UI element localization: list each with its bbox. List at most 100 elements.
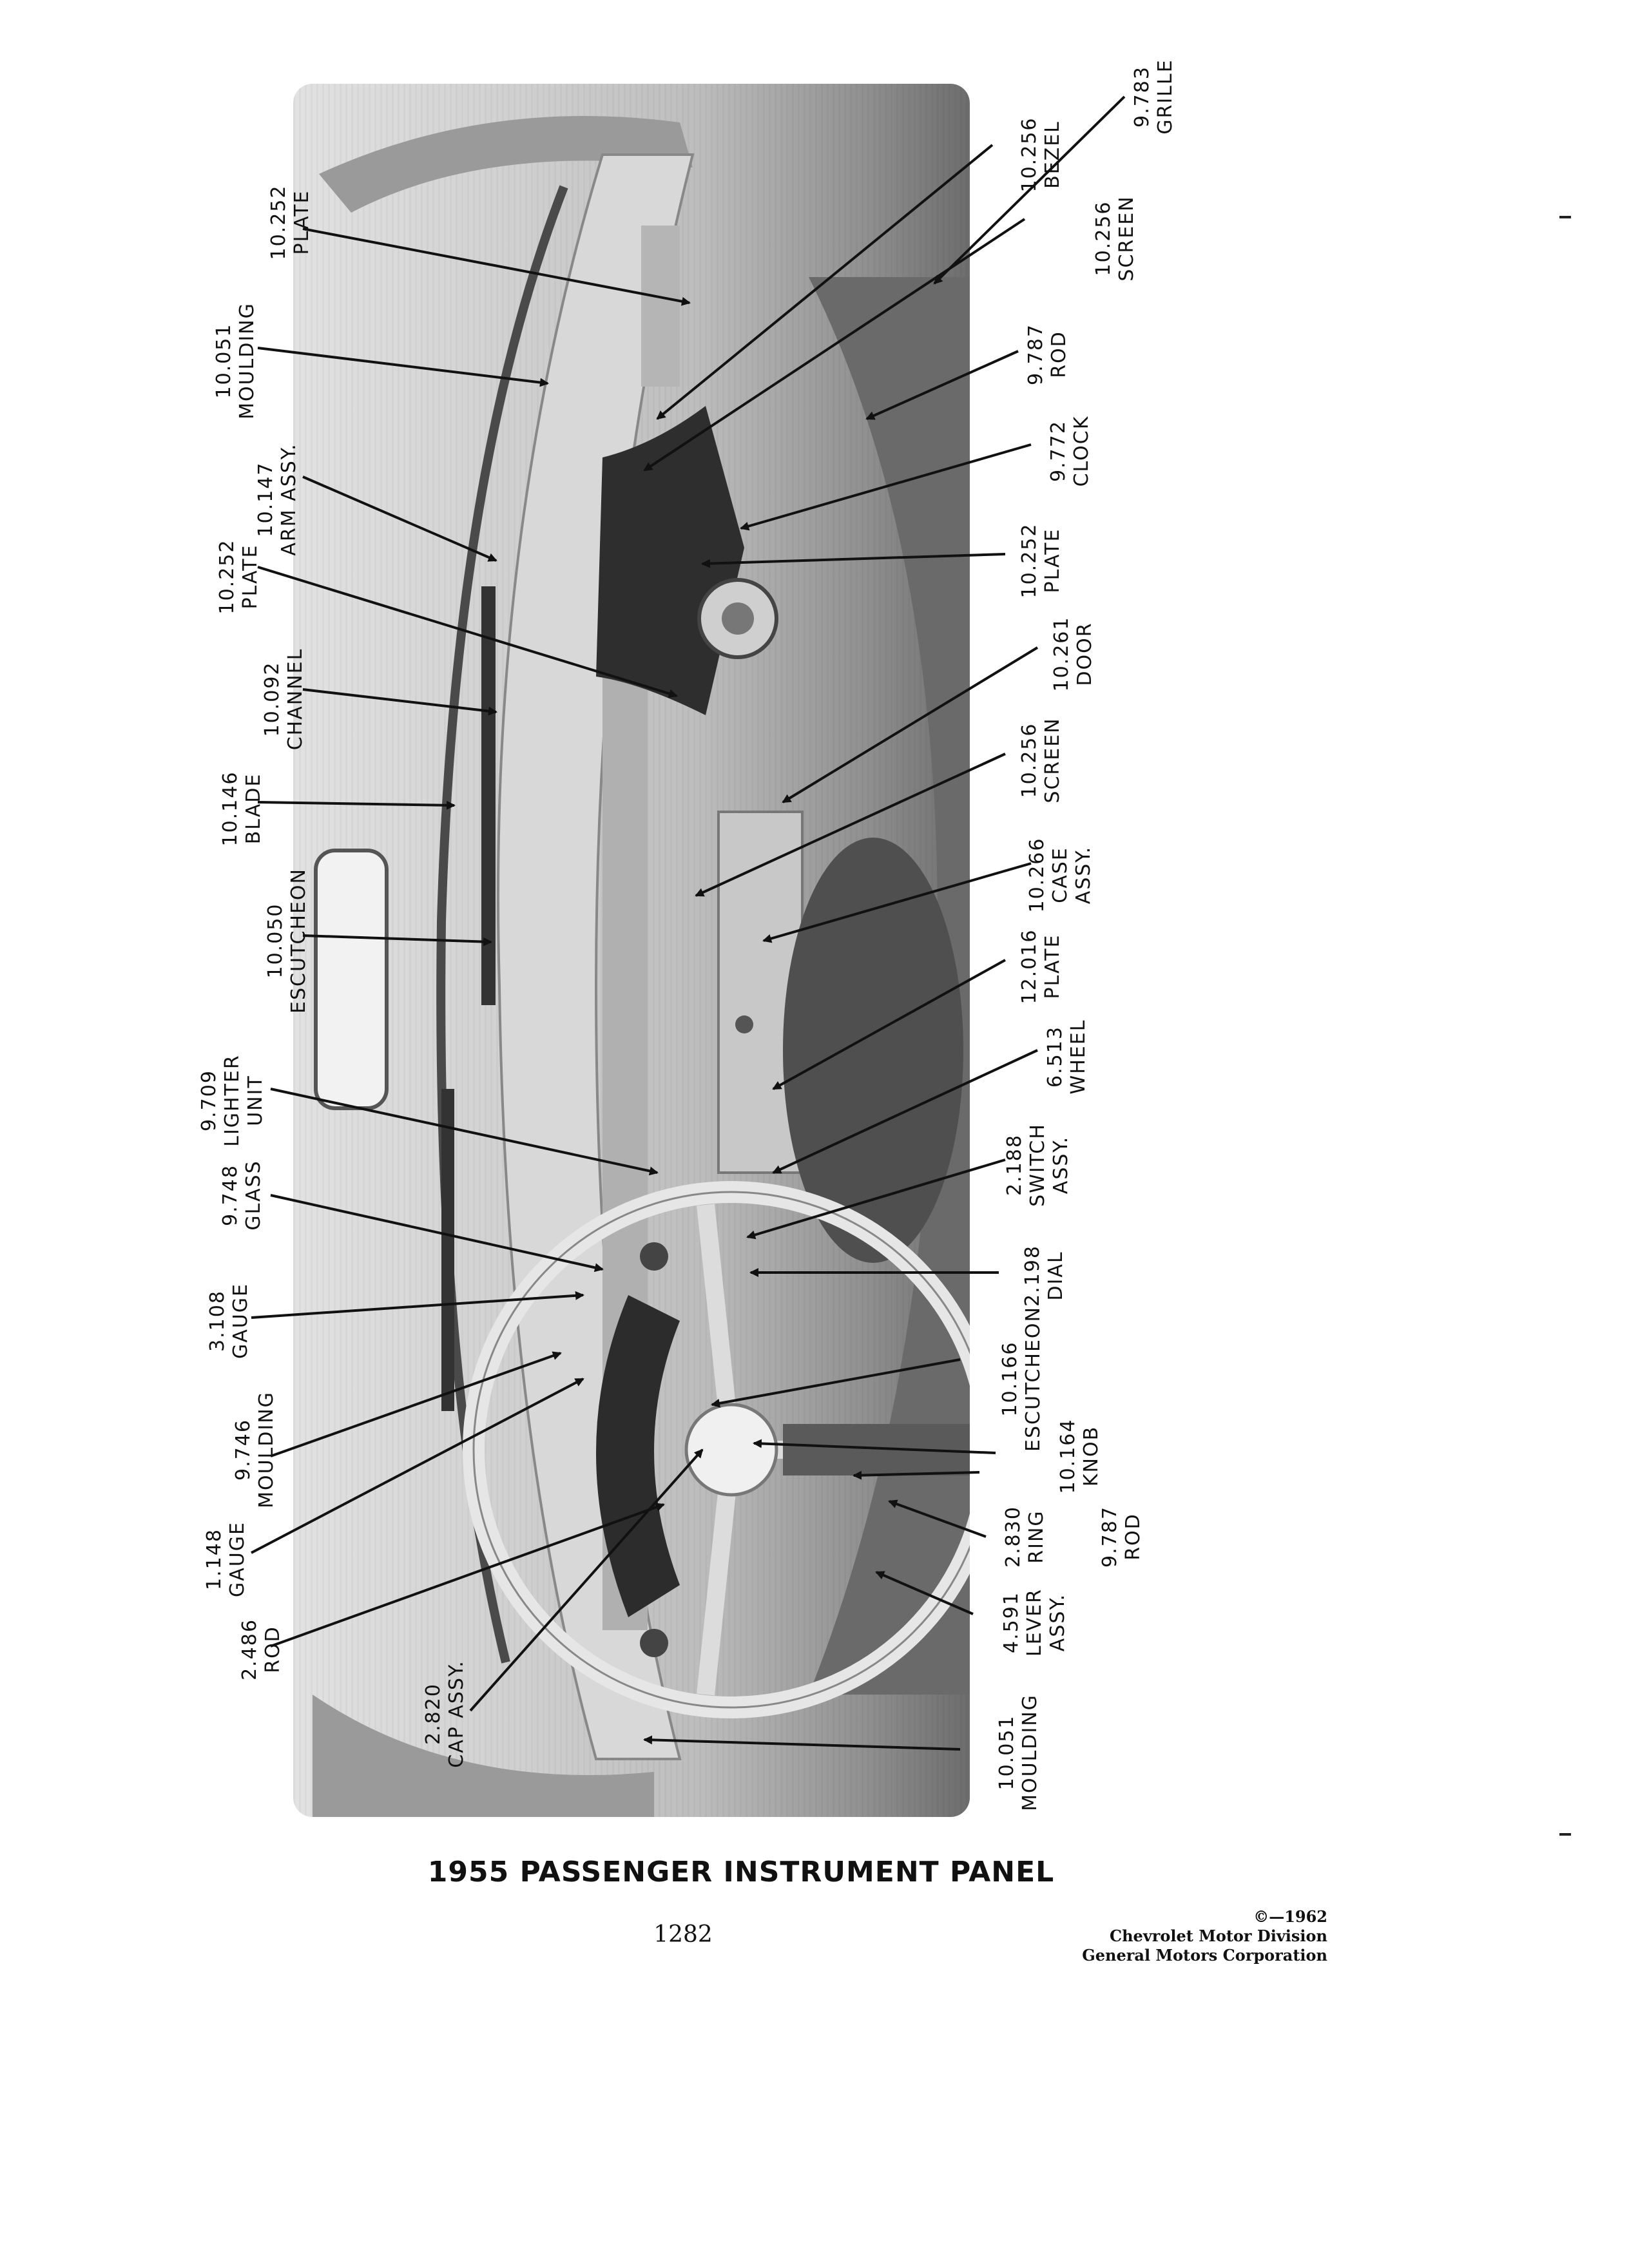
callout-name: BLADE	[242, 773, 265, 845]
callout-name: MOULDING	[236, 302, 258, 419]
callout-escutcheon-mirror: 10.050 ESCUTCHEON	[264, 863, 316, 1018]
copyright-division: Chevrolet Motor Division	[1110, 1927, 1327, 1945]
callout-number: 10.050	[264, 903, 287, 979]
callout-number: 9.787	[1099, 1506, 1121, 1568]
callout-door: 10.261 DOOR	[1050, 602, 1102, 706]
wiper-blade-left	[481, 586, 496, 1005]
figure-caption: 1955 PASSENGER INSTRUMENT PANEL	[427, 1856, 1055, 1888]
callout-plate-12016: 12.016 PLATE	[1018, 915, 1070, 1018]
lower-knob	[640, 1629, 668, 1657]
callout-number: 3.108	[206, 1290, 229, 1352]
callout-name: CLOCK	[1070, 415, 1093, 487]
under-dash-shadow	[809, 277, 970, 1695]
callout-name: CAP ASSY.	[445, 1660, 468, 1768]
callout-name: ROD	[262, 1626, 284, 1673]
callout-name: DOOR	[1074, 622, 1096, 686]
callout-moulding-lower: 10.051 MOULDING	[996, 1688, 1047, 1817]
callout-name: GLASS	[242, 1160, 265, 1231]
callout-name-line2: ASSY.	[1046, 1593, 1069, 1652]
callout-lever-assy: 4.591 LEVER ASSY.	[1000, 1581, 1075, 1664]
callout-plate-left: 10.252 PLATE	[216, 525, 267, 628]
glove-box-lock	[735, 1015, 753, 1033]
callout-number: 9.783	[1131, 66, 1153, 128]
callout-name-line2: ASSY.	[1050, 1135, 1072, 1195]
callout-number: 2.188	[1003, 1134, 1026, 1196]
lighter-knob	[640, 1242, 668, 1271]
callout-number: 12.016	[1018, 928, 1041, 1004]
callout-name: GRILLE	[1154, 59, 1177, 135]
callout-number: 2.486	[238, 1619, 261, 1680]
callout-name: GAUGE	[229, 1283, 252, 1359]
callout-number: 10.146	[219, 771, 242, 847]
callout-name: CHANNEL	[284, 648, 307, 751]
wiper-blade-right	[441, 1089, 454, 1411]
copyright-block: ©—1962 Chevrolet Motor Division General …	[1005, 1907, 1327, 1965]
callout-name: CASE	[1049, 847, 1072, 903]
callout-ring: 2.830 RING	[1002, 1495, 1054, 1579]
rear-view-mirror	[314, 849, 389, 1110]
callout-name: ROD	[1122, 1513, 1144, 1561]
callout-name: PLATE	[1041, 528, 1064, 593]
callout-wheel: 6.513 WHEEL	[1044, 1015, 1095, 1099]
callout-plate-clock: 10.252 PLATE	[1018, 509, 1070, 612]
callout-number: 9.748	[219, 1164, 242, 1226]
callout-screen-upper: 10.256 SCREEN	[1092, 180, 1144, 296]
page-number: 1282	[653, 1921, 713, 1948]
callout-number: 9.787	[1025, 323, 1047, 385]
callout-name: DIAL	[1045, 1251, 1067, 1301]
callout-lighter-unit: 9.709 LIGHTER UNIT	[198, 1052, 273, 1149]
callout-bezel: 10.256 BEZEL	[1018, 103, 1070, 206]
callout-number: 9.772	[1047, 420, 1070, 482]
callout-number: 10.092	[261, 661, 284, 737]
callout-number: 10.166	[999, 1341, 1021, 1417]
steering-column	[783, 1424, 970, 1475]
dash-top	[497, 153, 695, 1760]
callout-gauge-1148: 1.148 GAUGE	[203, 1517, 255, 1601]
callout-case-assy: 10.266 CASE ASSY.	[1026, 823, 1101, 927]
callout-number: 10.051	[996, 1715, 1018, 1791]
callout-knob: 10.164 KNOB	[1057, 1405, 1108, 1508]
callout-number: 6.513	[1044, 1026, 1066, 1088]
callout-dial: 2.198 DIAL	[1021, 1234, 1073, 1318]
callout-number: 10.256	[1018, 117, 1041, 193]
callout-name: ROD	[1048, 331, 1070, 378]
horn-cap	[684, 1403, 778, 1497]
callout-cap-assy: 2.820 CAP ASSY.	[422, 1649, 474, 1778]
roof-frame	[319, 116, 693, 213]
callout-number: 10.252	[216, 539, 238, 615]
callout-rod-2486: 2.486 ROD	[238, 1608, 290, 1691]
callout-number: 10.051	[213, 323, 235, 399]
callout-number: 2.820	[422, 1683, 445, 1745]
callout-name: LEVER	[1023, 1588, 1046, 1657]
callout-number: 10.164	[1057, 1418, 1079, 1494]
callout-number: 1.148	[203, 1528, 226, 1590]
callout-name: SWITCH	[1027, 1123, 1049, 1207]
dash-grille-upper	[641, 226, 680, 387]
callout-name: ESCUTCHEON	[1022, 1306, 1045, 1452]
callout-number: 10.256	[1018, 722, 1041, 798]
callout-name-line2: ASSY.	[1072, 845, 1095, 905]
callout-number: 10.252	[1018, 523, 1041, 599]
instrument-panel-photo	[293, 84, 970, 1817]
callout-name: KNOB	[1080, 1425, 1103, 1487]
callout-screen-mid: 10.256 SCREEN	[1018, 702, 1070, 818]
callout-name-line2: UNIT	[244, 1075, 267, 1126]
callout-name: SCREEN	[1115, 195, 1138, 282]
callout-name: SCREEN	[1041, 717, 1064, 803]
callout-name: PLATE	[291, 189, 313, 255]
callout-number: 4.591	[1000, 1591, 1023, 1653]
callout-clock: 9.772 CLOCK	[1047, 406, 1099, 496]
callout-number: 9.746	[232, 1419, 255, 1481]
instrument-panel-illustration	[313, 116, 970, 1817]
callout-moulding-9746: 9.746 MOULDING	[232, 1385, 284, 1514]
callout-number: 10.261	[1050, 616, 1073, 692]
callout-name: GAUGE	[226, 1521, 249, 1597]
callout-plate-upper: 10.252 PLATE	[267, 171, 319, 274]
callout-name: BEZEL	[1041, 120, 1064, 189]
callout-name: ESCUTCHEON	[287, 868, 310, 1014]
callout-blade: 10.146 BLADE	[219, 757, 271, 860]
margin-mark-top	[1559, 216, 1571, 218]
copyright-corporation: General Motors Corporation	[1082, 1946, 1327, 1965]
callout-escutcheon-column: 10.166 ESCUTCHEON	[999, 1295, 1050, 1463]
callout-number: 2.198	[1021, 1245, 1044, 1307]
